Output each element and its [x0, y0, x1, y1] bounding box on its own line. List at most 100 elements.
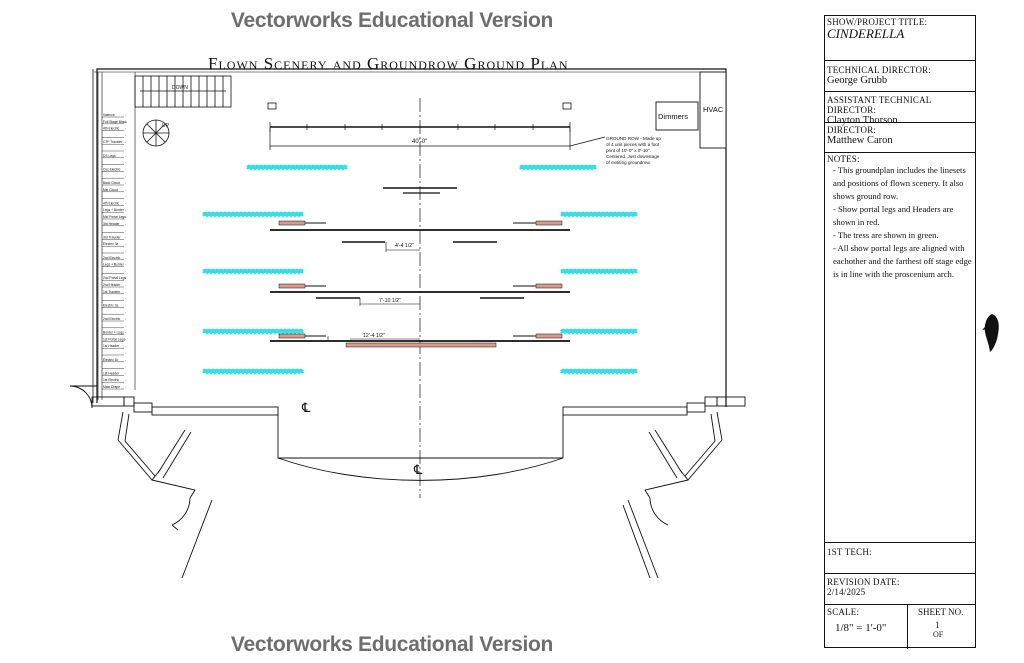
lineset-schedule-tick: -: [125, 297, 126, 301]
note-item: - The tress are shown in green.: [833, 230, 939, 240]
lineset-schedule-label: Electric 3a: [103, 242, 119, 246]
lineset-schedule-tick: -: [125, 127, 126, 131]
spiral-up-label: UP: [162, 123, 170, 129]
lineset-schedule-tick: -: [125, 269, 126, 273]
notes-cell: Notes: - This groundplan includes the li…: [825, 153, 975, 543]
groundrow-note-line: of exsiting groundrow.: [606, 160, 651, 165]
note-item: - All show portal legs are aligned with …: [833, 243, 972, 279]
lineset-schedule-tick: -: [125, 242, 126, 246]
tree: [202, 368, 304, 373]
lineset-schedule-tick: -: [125, 371, 126, 375]
width-dimension: [269, 122, 606, 150]
lineset-schedule-tick: -: [125, 310, 126, 314]
groundrow-note-line: Centered. Just downstage: [606, 154, 660, 159]
logo-mark: [982, 314, 999, 352]
dimension-label-3: 12'-4 1/2": [363, 333, 385, 339]
lineset-dimensions: [327, 242, 420, 341]
td-cell: Technical Director: George Grubb: [825, 61, 975, 92]
tree: [202, 328, 304, 333]
spiral-stair: [142, 119, 170, 147]
lineset-schedule-tick: -: [125, 208, 126, 212]
show-title-value: Cinderella: [827, 26, 905, 41]
tree: [519, 166, 597, 171]
portal-leg: [535, 283, 563, 289]
lineset-schedule-label: Back Cloud: [103, 181, 120, 185]
tree: [560, 328, 638, 333]
lineset-schedule-label: 2nd Portal Legs: [103, 276, 126, 280]
lineset-schedule-tick: -: [125, 337, 126, 341]
tree: [202, 213, 304, 218]
director-cell: Director: Matthew Caron: [825, 123, 975, 153]
tree: [560, 330, 638, 335]
lineset-schedule-tick: -: [125, 195, 126, 199]
stairs-down: [134, 75, 232, 108]
director-label: Director:: [827, 125, 877, 135]
lineset-schedule-tick: -: [125, 154, 126, 158]
portal-leg: [278, 283, 306, 289]
lineset-schedule-label: 3rd Header: [103, 222, 120, 226]
plan-title: Flown Scenery and Groundrow Ground Plan: [208, 54, 569, 73]
atd-value: Clayton Thorson: [827, 115, 898, 126]
revision-label: Revision Date:: [827, 577, 900, 587]
scale-label: Scale:: [827, 607, 860, 617]
lineset-schedule-label: DS Legs: [103, 154, 116, 158]
lineset-schedule-label: 1st Traveler: [103, 290, 121, 294]
scale-sheet-divider: [907, 605, 908, 649]
centerline-symbol-upper: ℄: [301, 401, 311, 416]
groundrow-header: [345, 342, 497, 348]
lineset-schedule-tick: -: [125, 303, 126, 307]
td-label: Technical Director:: [827, 65, 932, 75]
upstage-box-left: [267, 102, 277, 110]
atd-label: Assistant Technical Director:: [827, 95, 932, 115]
tree: [202, 330, 304, 335]
revision-cell: Revision Date: 2/14/2025: [825, 574, 975, 605]
lineset-schedule-tick: -: [125, 378, 126, 382]
proscenium-wall: [69, 385, 746, 579]
lineset-schedule-tick: -: [125, 324, 126, 328]
dimension-label-1: 4'-4 1/2": [395, 243, 414, 249]
sheet-number: 1: [935, 620, 940, 630]
lineset-schedule-label: CTF Traveler: [103, 140, 123, 144]
td-value: George Grubb: [827, 75, 888, 86]
lineset-schedule-tick: -: [125, 358, 126, 362]
groundrow-note-line: print of 10'-0" x 0'-10".: [606, 148, 651, 153]
stage-house-walls: [92, 68, 727, 407]
lineset-schedule-tick: -: [125, 263, 126, 267]
lineset-schedule-label: Legs + Border: [103, 208, 125, 212]
tree: [560, 213, 638, 218]
lineset-schedule-label: 2nd Electric: [103, 317, 121, 321]
lineset-schedule-tick: -: [125, 174, 126, 178]
lineset-schedule-tick: -: [125, 249, 126, 253]
lineset-schedule-label: Border + Legs: [103, 331, 124, 335]
groundrow-note-line: GROUND ROW - Made up: [606, 136, 661, 141]
tree: [246, 164, 348, 169]
lineset-schedule: Valence-Full Stage Black-4th Electric--C…: [102, 113, 127, 390]
tree: [560, 370, 638, 375]
tree: [560, 270, 638, 275]
notes-label: Notes:: [827, 154, 860, 164]
lineset-schedule-tick: -: [125, 229, 126, 233]
trees-group: [202, 164, 638, 375]
tree: [202, 270, 304, 275]
first-tech-cell: 1st Tech:: [825, 543, 975, 574]
lineset-schedule-label: Cyc Electric: [103, 167, 121, 171]
note-item: - Show portal legs and Headers are shown…: [833, 204, 954, 227]
director-value: Matthew Caron: [827, 135, 893, 146]
lineset-schedule-label: 4th Electric: [103, 127, 120, 131]
first-tech-label: 1st Tech:: [827, 547, 872, 557]
lineset-schedule-tick: -: [125, 235, 126, 239]
centerline-symbol-lower: ℄: [413, 463, 423, 478]
groundrow-note-line: of 4 unit pieces with a foot: [606, 142, 660, 147]
lineset-schedule-tick: -: [125, 120, 126, 124]
note-item: - This groundplan includes the linesets …: [833, 165, 966, 201]
lineset-schedule-tick: -: [125, 113, 126, 117]
dimension-label-2: 7'-10 1/2": [379, 298, 401, 304]
lineset-schedule-tick: -: [125, 385, 126, 389]
dimmers-label: Dimmers: [658, 112, 688, 121]
hvac-label: HVAC: [703, 105, 724, 114]
lineset-schedule-label: 1st Header: [103, 344, 120, 348]
lineset-schedule-tick: -: [125, 317, 126, 321]
lineset-schedule-tick: -: [125, 140, 126, 144]
dimmers-box: [655, 101, 699, 131]
lineset-schedule-tick: -: [125, 344, 126, 348]
